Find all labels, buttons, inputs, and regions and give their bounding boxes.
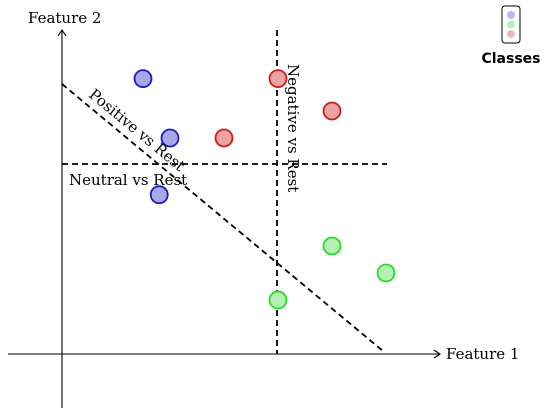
positive-separator-line [61, 83, 384, 352]
y-axis-label: Feature 2 [28, 9, 101, 27]
positive-point-3 [149, 185, 169, 205]
negative-separator-label: Negative vs Rest [284, 64, 302, 192]
neutral-point-2 [376, 263, 396, 283]
negative-point-2 [322, 101, 342, 121]
x-axis-label: Feature 1 [446, 345, 519, 363]
negative-point-3 [214, 128, 234, 148]
legend-swatch-neutral [507, 20, 515, 29]
neutral-point-3 [268, 290, 288, 310]
legend-swatch-positive [507, 11, 515, 19]
positive-point-2 [160, 128, 180, 148]
neutral-separator-label: Neutral vs Rest [69, 171, 187, 189]
legend-swatch-negative [507, 30, 515, 38]
neutral-point-1 [322, 236, 342, 256]
negative-point-1 [268, 69, 288, 88]
data-points [133, 69, 396, 310]
positive-point-1 [133, 69, 153, 88]
legend-title: Classes [481, 51, 540, 67]
legend: Classes [481, 5, 541, 67]
